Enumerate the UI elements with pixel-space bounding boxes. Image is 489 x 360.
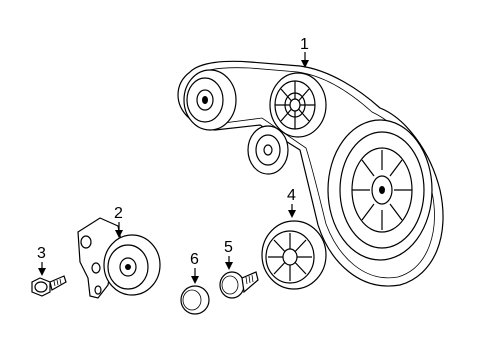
bolt-medium: 5 <box>219 239 259 299</box>
dust-cap: 6 <box>180 251 210 315</box>
idler-pulley: 4 <box>261 187 327 290</box>
belt-assembly: 1 <box>177 36 444 287</box>
upper-middle-pulley <box>269 72 327 138</box>
callout-3: 3 <box>37 245 46 262</box>
tensioner-assembly: 2 <box>77 205 161 299</box>
callout-2: 2 <box>114 205 123 222</box>
upper-left-pulley <box>183 69 237 131</box>
callout-1: 1 <box>300 36 309 53</box>
crankshaft-pulley <box>327 119 433 261</box>
callout-6: 6 <box>190 251 199 268</box>
lower-small-pulley <box>247 125 289 175</box>
bolt-small: 3 <box>31 245 67 297</box>
callout-5: 5 <box>224 239 233 256</box>
callout-4: 4 <box>287 187 296 204</box>
